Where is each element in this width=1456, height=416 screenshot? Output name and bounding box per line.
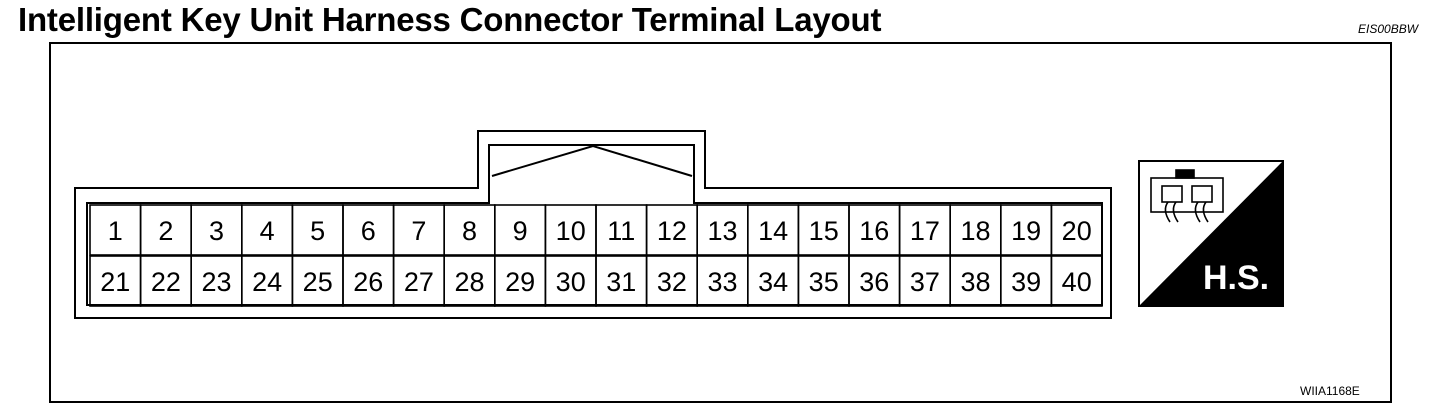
terminal-number: 4 xyxy=(260,216,275,246)
terminal-number: 28 xyxy=(454,267,484,297)
terminal-number: 10 xyxy=(556,216,586,246)
terminal-number: 17 xyxy=(910,216,940,246)
terminal-cell xyxy=(1050,204,1103,256)
terminal-number: 11 xyxy=(607,216,635,246)
reference-code-bottom: WIIA1168E xyxy=(1300,384,1360,398)
terminal-number: 37 xyxy=(910,267,940,297)
terminal-cell xyxy=(1050,255,1103,307)
terminal-number: 32 xyxy=(657,267,687,297)
terminal-number: 2 xyxy=(158,216,173,246)
terminal-number: 29 xyxy=(505,267,535,297)
terminal-number: 24 xyxy=(252,267,282,297)
terminal-number: 34 xyxy=(758,267,788,297)
terminal-number: 14 xyxy=(758,216,788,246)
terminal-number: 26 xyxy=(353,267,383,297)
terminal-number: 3 xyxy=(209,216,224,246)
terminal-number: 31 xyxy=(606,267,636,297)
terminal-number: 40 xyxy=(1062,267,1092,297)
terminal-number: 7 xyxy=(411,216,426,246)
terminal-number: 18 xyxy=(960,216,990,246)
terminal-number: 22 xyxy=(151,267,181,297)
terminal-number: 35 xyxy=(809,267,839,297)
terminal-number: 38 xyxy=(960,267,990,297)
terminal-number: 25 xyxy=(303,267,333,297)
terminal-number: 12 xyxy=(657,216,687,246)
connector-lock-tab xyxy=(491,144,693,177)
terminal-number: 23 xyxy=(201,267,231,297)
hs-label: H.S. xyxy=(1203,259,1269,297)
connector-housing-inner xyxy=(86,144,1103,306)
terminal-number: 1 xyxy=(108,216,123,246)
terminal-number: 27 xyxy=(404,267,434,297)
page-title: Intelligent Key Unit Harness Connector T… xyxy=(18,1,882,38)
diagram-frame xyxy=(49,42,1392,403)
terminal-number: 36 xyxy=(859,267,889,297)
terminal-number: 15 xyxy=(809,216,839,246)
terminal-number: 6 xyxy=(361,216,376,246)
hs-badge: H.S. xyxy=(1138,160,1284,307)
terminal-number: 13 xyxy=(707,216,737,246)
terminal-number: 21 xyxy=(100,267,130,297)
connector-icon xyxy=(1150,169,1224,223)
reference-code-top: EIS00BBW xyxy=(1358,22,1419,36)
terminal-number: 9 xyxy=(513,216,528,246)
terminal-number: 30 xyxy=(556,267,586,297)
connector-housing-outer xyxy=(74,130,1112,319)
terminal-number: 5 xyxy=(310,216,325,246)
terminal-number: 20 xyxy=(1062,216,1092,246)
terminal-number: 8 xyxy=(462,216,477,246)
terminal-number: 16 xyxy=(859,216,889,246)
terminal-number: 33 xyxy=(707,267,737,297)
terminal-number: 19 xyxy=(1011,216,1041,246)
terminal-number: 39 xyxy=(1011,267,1041,297)
